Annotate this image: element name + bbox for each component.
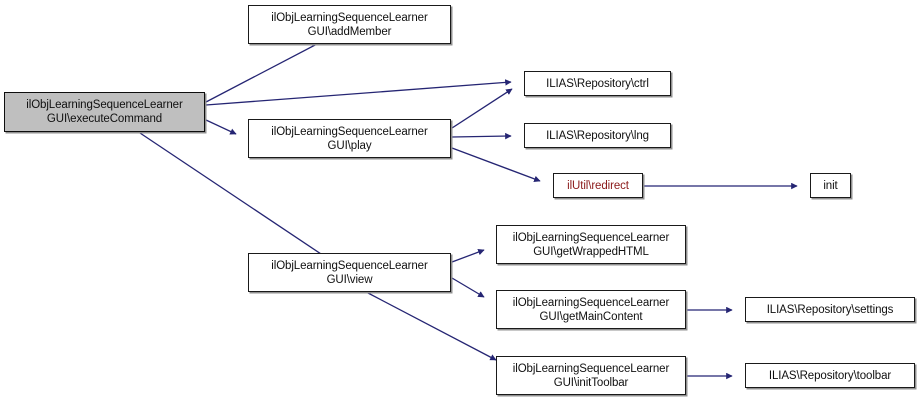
node-label-getWrappedHTML: ilObjLearningSequenceLearner GUI\getWrap… [512,231,670,258]
edge-play-to-redirect [451,147,541,182]
node-label-lng: ILIAS\Repository\lng [546,129,649,142]
node-getMainContent[interactable]: ilObjLearningSequenceLearner GUI\getMain… [496,290,686,329]
edges [139,31,798,380]
node-getWrappedHTML[interactable]: ilObjLearningSequenceLearner GUI\getWrap… [496,225,686,264]
node-lng[interactable]: ILIAS\Repository\lng [524,123,671,148]
edge-executeCommand-to-ctrl [205,79,512,106]
node-label-redirect: ilUtil\redirect [567,179,629,192]
node-redirect[interactable]: ilUtil\redirect [553,173,643,198]
node-label-executeCommand: ilObjLearningSequenceLearner GUI\execute… [26,99,183,125]
node-label-ctrl: ILIAS\Repository\ctrl [546,77,649,90]
node-toolbar[interactable]: ILIAS\Repository\toolbar [745,363,915,388]
edge-executeCommand-to-play [205,119,237,135]
node-label-initToolbar: ilObjLearningSequenceLearner GUI\initToo… [512,362,670,389]
node-label-toolbar: ILIAS\Repository\toolbar [768,369,892,382]
edge-view-to-getMainContent [451,277,485,298]
node-label-view: ilObjLearningSequenceLearner GUI\view [271,259,428,286]
node-initToolbar[interactable]: ilObjLearningSequenceLearner GUI\initToo… [496,356,686,395]
node-init[interactable]: init [810,173,851,198]
node-addMember[interactable]: ilObjLearningSequenceLearner GUI\addMemb… [248,5,451,44]
node-label-settings: ILIAS\Repository\settings [766,303,894,316]
node-view[interactable]: ilObjLearningSequenceLearner GUI\view [248,253,451,292]
edge-view-to-getWrappedHTML [451,249,485,263]
edge-play-to-lng [451,132,512,140]
node-settings[interactable]: ILIAS\Repository\settings [745,297,915,322]
node-label-play: ilObjLearningSequenceLearner GUI\play [271,125,428,152]
node-label-init: init [823,179,838,192]
edge-play-to-ctrl [451,88,513,129]
node-play[interactable]: ilObjLearningSequenceLearner GUI\play [248,119,451,158]
node-label-addMember: ilObjLearningSequenceLearner GUI\addMemb… [271,11,428,38]
edge-view-to-initToolbar [367,292,497,361]
node-label-getMainContent: ilObjLearningSequenceLearner GUI\getMain… [512,296,670,323]
node-executeCommand[interactable]: ilObjLearningSequenceLearner GUI\execute… [4,92,205,132]
node-ctrl[interactable]: ILIAS\Repository\ctrl [524,71,671,96]
